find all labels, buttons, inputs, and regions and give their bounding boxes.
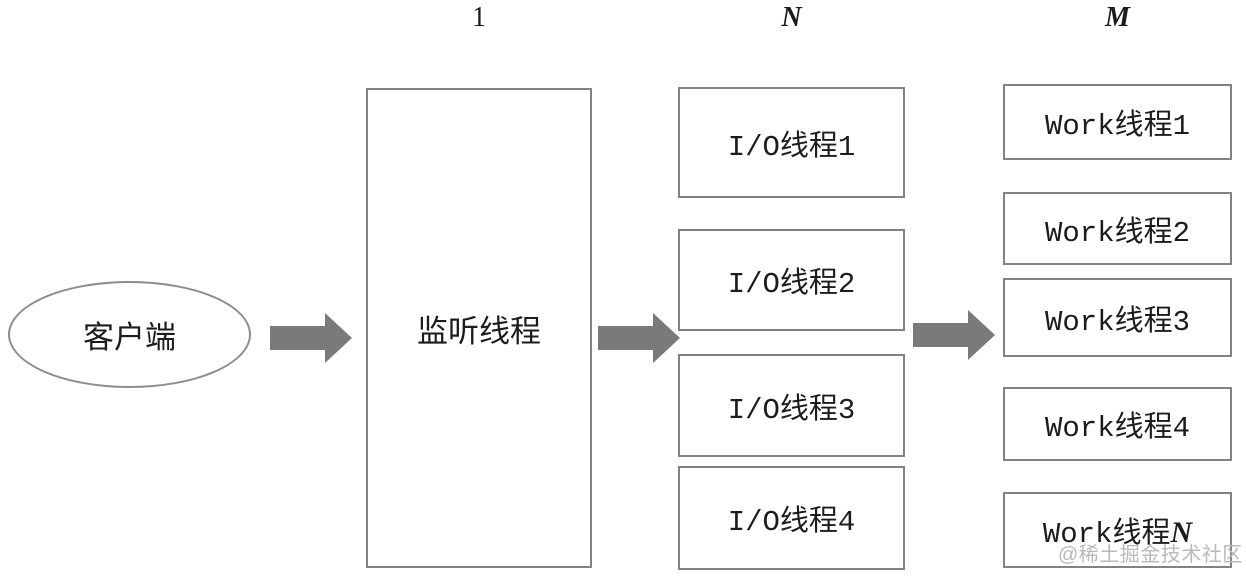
io-thread-node: I/O线程3 <box>678 354 905 457</box>
work-thread-label: Work线程2 <box>1044 216 1190 250</box>
io-thread-node: I/O线程2 <box>678 229 905 331</box>
io-thread-label: I/O线程4 <box>727 506 856 539</box>
work-thread-node: Work线程4 <box>1003 387 1232 461</box>
client-node: 客户端 <box>8 281 251 388</box>
work-thread-label: Work线程3 <box>1044 305 1190 339</box>
listener-thread-label: 监听线程 <box>417 313 541 349</box>
work-thread-node: Work线程1 <box>1003 84 1232 160</box>
listener-count-label: 1 <box>472 2 486 33</box>
watermark: @稀土掘金技术社区 <box>1058 544 1243 566</box>
work-thread-node: Work线程N <box>1003 492 1232 568</box>
listener-thread-node: 监听线程 <box>366 88 592 568</box>
io-count-label: N <box>781 2 802 33</box>
arrow-right-icon <box>270 313 352 363</box>
io-thread-node: I/O线程4 <box>678 466 905 570</box>
io-thread-label: I/O线程2 <box>727 268 856 301</box>
work-thread-node: Work线程2 <box>1003 192 1232 265</box>
work-thread-label: Work线程N <box>1042 516 1193 551</box>
work-thread-label: Work线程4 <box>1044 412 1190 445</box>
work-thread-label: Work线程1 <box>1044 110 1190 143</box>
client-label: 客户端 <box>83 320 176 355</box>
arrow-right-icon <box>598 313 680 363</box>
work-thread-node: Work线程3 <box>1003 278 1232 357</box>
io-thread-node: I/O线程1 <box>678 87 905 198</box>
io-thread-label: I/O线程1 <box>727 130 856 164</box>
work-count-label: M <box>1105 2 1130 33</box>
io-thread-label: I/O线程3 <box>727 393 856 427</box>
arrow-right-icon <box>913 310 995 360</box>
